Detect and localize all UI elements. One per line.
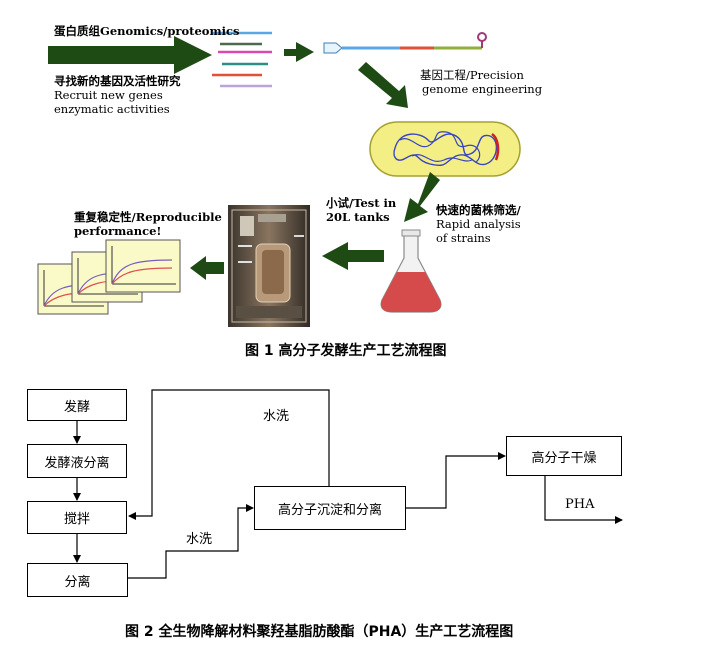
screen-label-1: 快速的菌株筛选/ (436, 203, 521, 217)
genome-eng-label-1: 基因工程/Precision (420, 68, 524, 82)
wash-bottom-label: 水洗 (186, 532, 213, 547)
box-separate: 分离 (27, 563, 128, 597)
screen-label-3: of strains (436, 231, 491, 245)
discover-en2-label: enzymatic activities (54, 102, 170, 116)
reproducible-label-2: performance! (74, 224, 162, 238)
genome-eng-label-2: genome engineering (422, 82, 543, 96)
arrow-construct-to-cell (358, 62, 408, 108)
box-stir: 搅拌 (27, 501, 127, 534)
box-ferment-separation: 发酵液分离 (27, 444, 127, 478)
arrow-genes-to-construct (284, 42, 314, 62)
screen-label-2: Rapid analysis (436, 217, 521, 231)
product-label: PHA (565, 497, 595, 512)
arrow-reactor-to-graphs (190, 256, 224, 280)
figure1-caption: 图 1 高分子发酵生产工艺流程图 (245, 343, 447, 359)
tanks-label-2: 20L tanks (326, 210, 390, 224)
arrow-flask-to-reactor (322, 242, 384, 270)
box-drying: 高分子干燥 (506, 436, 622, 476)
box-ferment: 发酵 (27, 389, 127, 421)
arrow-cell-to-flask (404, 172, 440, 222)
discover-en1-label: Recruit new genes (54, 88, 163, 102)
arrow-omics-to-genes (48, 36, 212, 74)
discover-cn-label: 寻找新的基因及活性研究 (54, 74, 181, 88)
figure2-caption: 图 2 全生物降解材料聚羟基脂肪酸酯（PHA）生产工艺流程图 (125, 624, 514, 640)
bacterial-cell-icon (369, 121, 521, 177)
gene-lines-icon (212, 31, 272, 88)
box-precipitation: 高分子沉淀和分离 (254, 486, 406, 530)
flask-icon (380, 229, 442, 313)
tanks-label-1: 小试/Test in (326, 196, 397, 210)
performance-graphs-icon (37, 239, 181, 315)
bioreactor-photo (228, 205, 310, 327)
reproducible-label-1: 重复稳定性/Reproducible (74, 210, 222, 224)
dna-construct-icon (323, 32, 487, 54)
omics-label: 蛋白质组Genomics/proteomics (54, 24, 240, 38)
wash-top-label: 水洗 (263, 409, 290, 424)
